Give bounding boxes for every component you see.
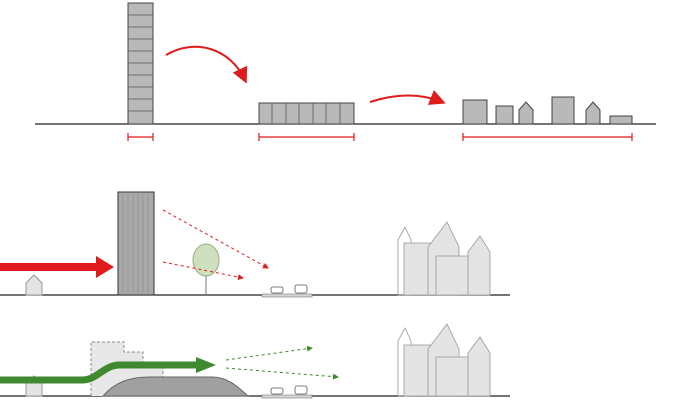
curved-arrow-icon xyxy=(165,45,248,84)
tree-icon xyxy=(192,243,220,295)
wind-arrow-icon xyxy=(0,256,114,278)
low-rise-cluster xyxy=(462,96,633,125)
road-with-cars xyxy=(261,284,313,298)
road-with-cars xyxy=(261,385,313,399)
car-icon xyxy=(270,284,308,294)
panel-wind-guided-over-landscape xyxy=(0,323,510,399)
historic-town xyxy=(397,221,491,296)
car-icon xyxy=(270,385,308,395)
wind-arrow-icon xyxy=(0,357,216,384)
historic-town xyxy=(397,323,491,397)
tower xyxy=(127,2,154,125)
tower xyxy=(117,191,155,296)
slab xyxy=(258,102,355,125)
curved-arrow-icon xyxy=(369,90,446,105)
guided-airflow xyxy=(225,345,339,380)
panel-wind-blocked-by-tower xyxy=(0,191,510,298)
house-icon xyxy=(25,274,43,296)
panel-density-transformation xyxy=(35,2,656,141)
planted-mound xyxy=(101,376,250,397)
deflected-airflow xyxy=(162,209,269,280)
footprint-brackets xyxy=(127,133,633,141)
